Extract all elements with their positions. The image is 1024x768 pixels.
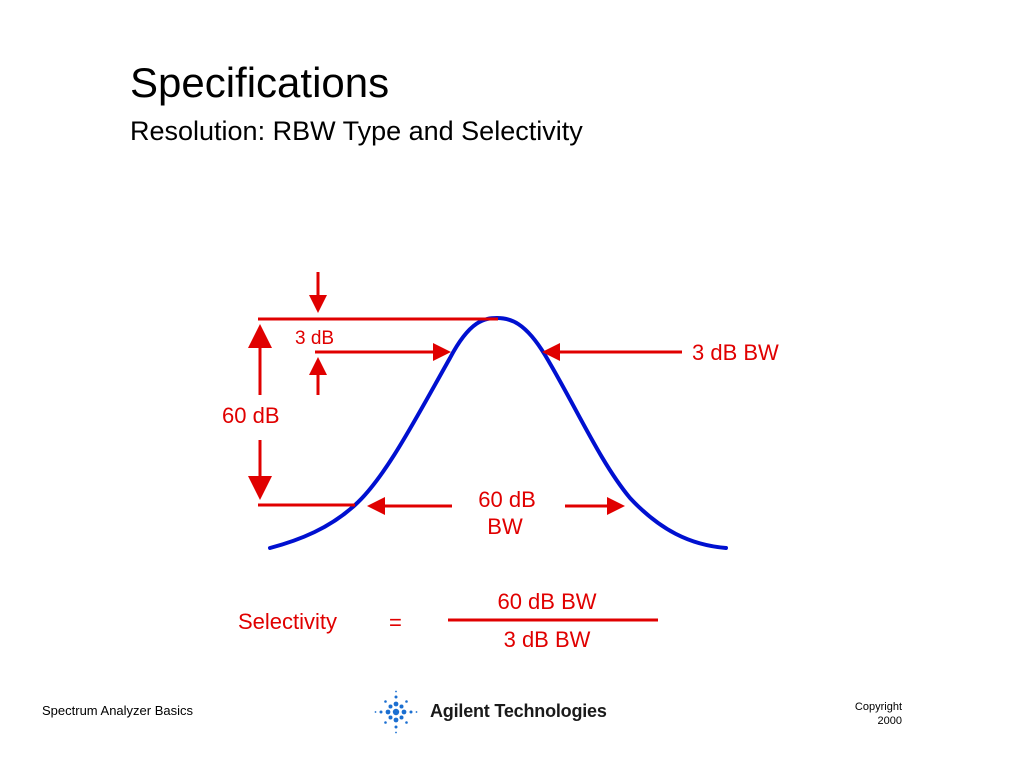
label-60db-bw-line2: BW — [487, 514, 523, 539]
formula-numerator: 60 dB BW — [497, 589, 596, 614]
label-3db-bw: 3 dB BW — [692, 340, 779, 365]
formula-lhs: Selectivity — [238, 609, 337, 634]
label-60db-bw-line1: 60 dB — [478, 487, 536, 512]
label-3db: 3 dB — [295, 328, 334, 349]
formula-equals: = — [389, 610, 402, 635]
label-60db: 60 dB — [222, 403, 280, 428]
footer-course-title: Spectrum Analyzer Basics — [42, 703, 194, 718]
agilent-spark-logo — [374, 690, 418, 734]
copyright-notice: Copyright 2000 — [820, 700, 902, 728]
slide-subtitle: Resolution: RBW Type and Selectivity — [130, 116, 583, 146]
copyright-line1: Copyright — [854, 701, 902, 713]
copyright-line2: 2000 — [877, 715, 902, 727]
agilent-brand-name: Agilent Technologies — [430, 701, 607, 721]
slide-title: Specifications — [130, 59, 390, 106]
formula-denominator: 3 dB BW — [504, 627, 591, 652]
